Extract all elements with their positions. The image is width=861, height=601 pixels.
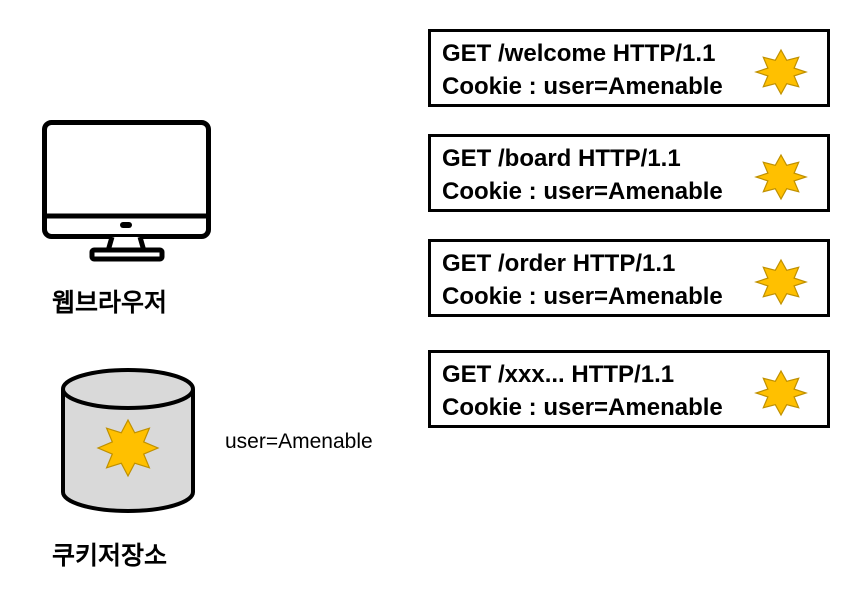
storage-label: 쿠키저장소 <box>52 541 168 570</box>
cookie-star-icon <box>754 258 808 306</box>
request-box: GET /board HTTP/1.1 Cookie : user=Amenab… <box>428 134 830 212</box>
cookie-star-icon <box>754 153 808 201</box>
cookie-star-icon <box>754 369 808 417</box>
cookie-header: Cookie : user=Amenable <box>442 73 723 100</box>
monitor-icon <box>42 120 211 262</box>
cookie-star-icon <box>96 418 160 478</box>
request-line: GET /order HTTP/1.1 <box>442 250 676 277</box>
stored-cookie-value: user=Amenable <box>225 430 373 453</box>
cookie-header: Cookie : user=Amenable <box>442 283 723 310</box>
request-box: GET /welcome HTTP/1.1 Cookie : user=Amen… <box>428 29 830 107</box>
database-icon <box>61 368 195 513</box>
request-box: GET /order HTTP/1.1 Cookie : user=Amenab… <box>428 239 830 317</box>
browser-label: 웹브라우저 <box>52 288 168 317</box>
request-box: GET /xxx... HTTP/1.1 Cookie : user=Amena… <box>428 350 830 428</box>
request-line: GET /welcome HTTP/1.1 <box>442 40 716 67</box>
cookie-header: Cookie : user=Amenable <box>442 178 723 205</box>
request-line: GET /board HTTP/1.1 <box>442 145 681 172</box>
cookie-header: Cookie : user=Amenable <box>442 394 723 421</box>
request-line: GET /xxx... HTTP/1.1 <box>442 361 675 388</box>
cookie-star-icon <box>754 48 808 96</box>
